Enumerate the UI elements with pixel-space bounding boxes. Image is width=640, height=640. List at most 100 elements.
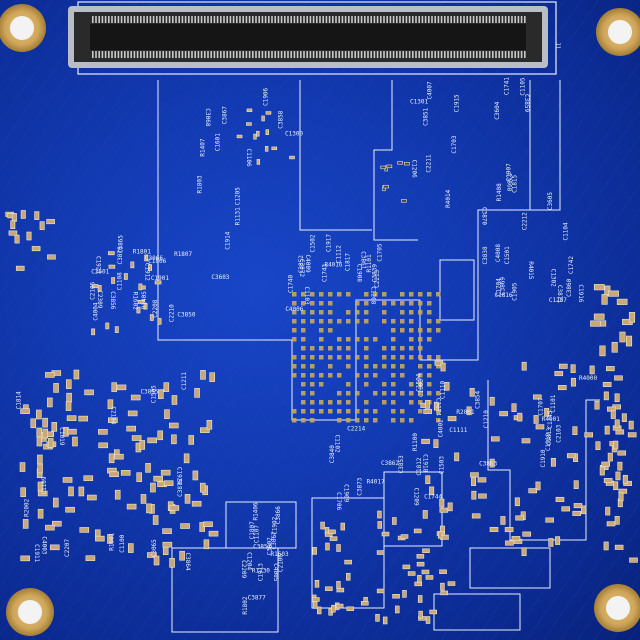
silk-label: C1918	[422, 454, 429, 472]
silk-label: C1915	[454, 94, 461, 112]
silk-label: C3852	[298, 255, 305, 273]
silk-label: R1407	[199, 138, 206, 156]
silk-label: C1501	[504, 246, 511, 264]
silk-label: C1741	[503, 77, 510, 95]
silk-label: R4014	[445, 189, 452, 207]
silk-label: C3861	[359, 251, 366, 269]
silk-label: C1102	[334, 435, 341, 453]
silk-label: C3850	[177, 311, 195, 318]
silk-label: C1503	[438, 456, 445, 474]
silk-label: C1301	[410, 99, 428, 106]
silk-label: C3871	[556, 285, 563, 303]
silk-label: C4006	[285, 306, 303, 313]
silk-label: R1405	[141, 291, 148, 309]
silk-label: C1912	[144, 263, 151, 281]
silk-label: C3854	[474, 390, 481, 408]
silk-label: R4015	[527, 261, 534, 279]
silk-label: C2214	[347, 425, 365, 432]
silk-label: C1814	[15, 391, 22, 409]
silk-label: C1910	[540, 449, 547, 467]
silk-label: C3875	[177, 478, 184, 496]
silk-label: C1911	[33, 544, 40, 562]
silk-label: C1742	[568, 256, 575, 274]
silk-label: C2106	[277, 554, 284, 572]
silk-label: C1300	[285, 131, 303, 138]
silk-label: C3839	[372, 264, 379, 282]
silk-label: C1921	[94, 256, 101, 274]
silk-label: C2207	[64, 539, 71, 557]
silk-label: R1602	[131, 292, 138, 310]
silk-label: R4017	[367, 479, 385, 486]
silk-label: C4004	[93, 302, 100, 320]
silk-label: C3857	[253, 543, 271, 550]
silk-label: C1743	[322, 264, 329, 282]
silk-label: C1905	[511, 282, 518, 300]
silk-label: C1907	[505, 163, 512, 181]
silk-label: C1901	[151, 275, 169, 282]
silk-label: C1505	[150, 385, 157, 403]
silk-label: C4005	[272, 563, 279, 581]
silk-label: C3604	[494, 101, 501, 119]
silk-label: C3870	[481, 207, 488, 225]
silk-label: C3873	[356, 477, 363, 495]
silk-label: R1601	[108, 532, 115, 550]
silk-label: R1100	[412, 433, 419, 451]
mounting-holes	[0, 4, 640, 636]
silk-label: C1914	[225, 231, 232, 249]
silk-label: C3863	[479, 460, 497, 467]
silk-label: C2208	[152, 299, 159, 317]
silk-label: C1704	[496, 278, 503, 296]
silk-label: R1807	[174, 251, 192, 258]
silk-label: C1211	[181, 372, 188, 390]
silk-label: C3866	[275, 506, 282, 524]
silk-label: C1112	[336, 245, 343, 263]
silk-label: C1909	[343, 484, 350, 502]
silk-labels: C1300C1301C1302C1112C1111C1110C1109C1108…	[15, 77, 597, 615]
silk-label: C3601	[91, 269, 109, 276]
silk-label: C3853	[398, 455, 405, 473]
silk-label: C1302	[550, 269, 557, 287]
silk-label: C1807	[249, 521, 256, 539]
silk-label: C3872	[298, 259, 305, 277]
silk-label: C2104	[109, 406, 116, 424]
silk-label: C1103	[303, 287, 310, 305]
silk-label: C3865	[118, 235, 125, 253]
silk-label: R1101	[366, 254, 373, 272]
silk-label: C3840	[329, 445, 336, 463]
silk-label: C3877	[248, 594, 266, 601]
silk-label: C1206	[410, 160, 417, 178]
silk-label: C1745	[547, 410, 554, 428]
silk-label: C1817	[344, 253, 351, 271]
silk-label: C1109	[41, 476, 48, 494]
silk-label: C3860	[566, 278, 573, 296]
silk-label: C4002	[437, 419, 444, 437]
silk-label: C4008	[495, 244, 502, 262]
silk-label: C1000	[418, 379, 425, 397]
silk-label: C1502	[310, 234, 317, 252]
silk-label: C3851	[423, 107, 430, 125]
bga-via-field	[292, 292, 441, 423]
silk-label: C1209	[413, 488, 420, 506]
silk-label: C3067	[271, 531, 278, 549]
silk-label: C1816	[494, 292, 512, 299]
silk-label: R1406	[252, 502, 259, 520]
silk-label: C1111	[449, 427, 467, 434]
silk-label: C1204	[246, 552, 253, 570]
silk-label: R4001	[542, 416, 560, 423]
silk-label: C1101	[550, 394, 557, 412]
silk-label: C1104	[563, 222, 570, 240]
board-connector: J1	[68, 1, 561, 75]
silk-label: R1603	[271, 551, 289, 558]
silk-label: C3864	[184, 553, 191, 571]
silk-label: C1205	[234, 187, 241, 205]
silk-label: C1917	[326, 234, 333, 252]
silk-label: C3605	[547, 192, 554, 210]
silk-label: C1210	[483, 410, 490, 428]
silk-label: C3858	[277, 110, 284, 128]
silk-label: C1913	[257, 563, 264, 581]
silk-label: C3862	[381, 460, 399, 467]
silk-label: C2213	[374, 269, 381, 287]
silk-label: C1106	[245, 149, 252, 167]
